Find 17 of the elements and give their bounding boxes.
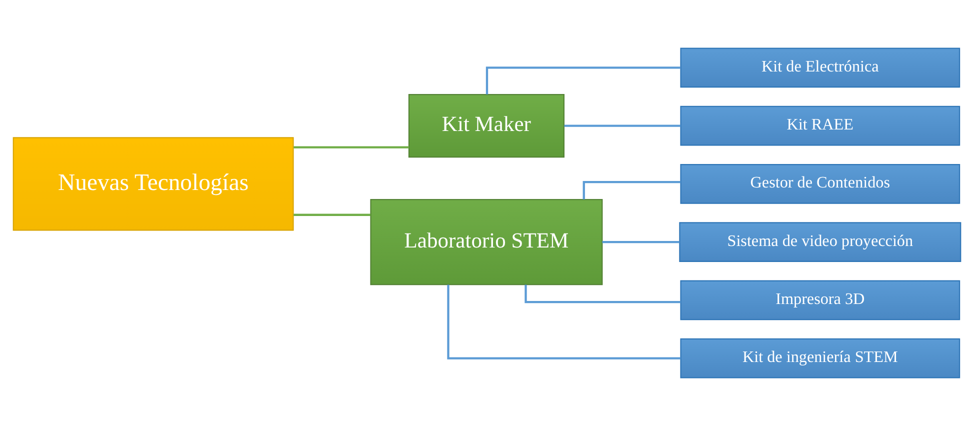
node-box: Kit de ingeniería STEM <box>680 338 960 378</box>
connector <box>564 124 681 127</box>
node-box: Laboratorio STEM <box>370 199 603 286</box>
node-box: Kit Maker <box>408 94 564 158</box>
connector <box>524 284 681 304</box>
connector <box>582 180 681 200</box>
node-box: Gestor de Contenidos <box>680 164 960 204</box>
connector <box>447 284 681 360</box>
node-box: Kit de Electrónica <box>680 48 960 88</box>
connector <box>294 214 370 216</box>
node-box: Kit RAEE <box>680 106 960 146</box>
connector <box>602 240 680 244</box>
node-box: Sistema de video proyección <box>679 222 962 262</box>
node-box: Nuevas Tecnologías <box>12 137 294 231</box>
node-box: Impresora 3D <box>680 280 960 320</box>
connector <box>486 66 680 94</box>
connector <box>294 146 409 148</box>
